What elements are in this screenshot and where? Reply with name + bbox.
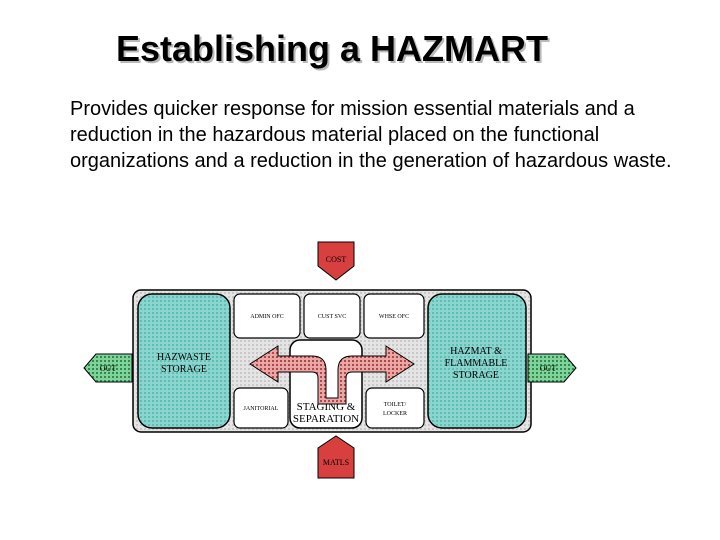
slide-title: Establishing a HAZMART	[116, 28, 549, 69]
hazmat-line3: STORAGE	[453, 370, 499, 381]
hazwaste-line1: HAZWASTE	[157, 352, 211, 363]
matls-label: MATLS	[323, 458, 349, 467]
customer-service-label: CUST SVC	[318, 314, 346, 320]
janitorial-label: JANITORIAL	[244, 406, 279, 412]
admin-office-room: ADMIN OFC	[233, 293, 301, 339]
out-right-label: OUT	[540, 364, 557, 373]
toilet-locker-room: TOILET/ LOCKER	[365, 387, 425, 429]
customer-service-room: CUST SVC	[303, 293, 361, 339]
toilet-line1: TOILET/	[384, 402, 407, 408]
admin-office-label: ADMIN OFC	[250, 314, 284, 320]
hazmat-line1: HAZMAT &	[450, 346, 502, 357]
material-flow-arrow	[249, 345, 415, 405]
staging-line2: SEPARATION	[293, 413, 359, 425]
toilet-line2: LOCKER	[383, 411, 407, 417]
cost-tag: COST	[317, 241, 355, 281]
hazmat-line2: FLAMMABLE	[445, 358, 508, 369]
hazmat-storage-area: HAZMAT & FLAMMABLE STORAGE	[427, 293, 527, 429]
matls-tag: MATLS	[317, 435, 355, 479]
out-left-label: OUT	[100, 364, 117, 373]
warehouse-office-room: WHSE OFC	[363, 293, 425, 339]
hazwaste-storage-area: HAZWASTE STORAGE	[137, 293, 231, 429]
slide-body-text: Provides quicker response for mission es…	[70, 98, 672, 172]
out-right-arrow: OUT	[527, 353, 577, 383]
warehouse-office-label: WHSE OFC	[379, 314, 409, 320]
out-left-arrow: OUT	[83, 353, 133, 383]
hazwaste-line2: STORAGE	[161, 364, 207, 375]
cost-label: COST	[326, 255, 347, 264]
janitorial-room: JANITORIAL	[233, 387, 289, 429]
